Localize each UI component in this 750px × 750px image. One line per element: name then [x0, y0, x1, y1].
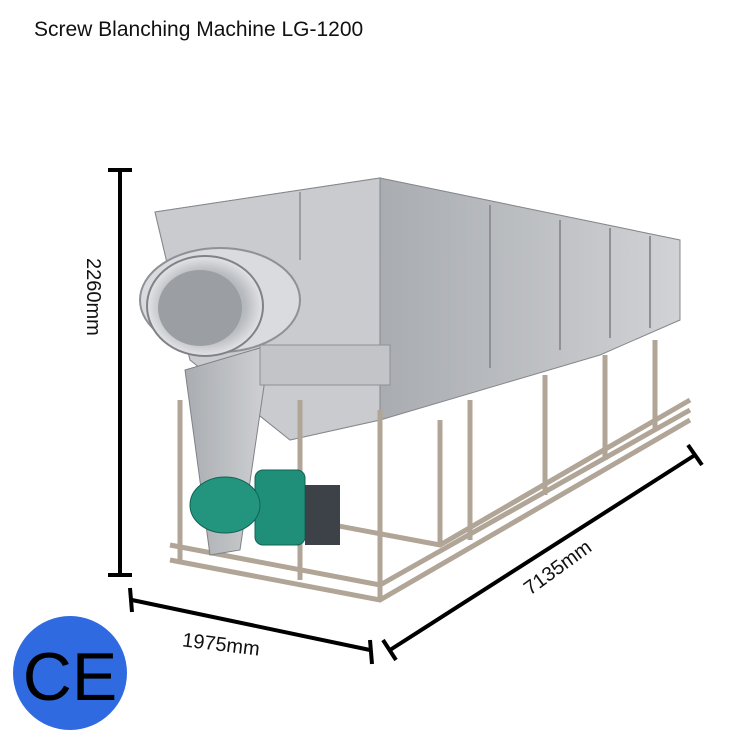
page-title: Screw Blanching Machine LG-1200: [34, 18, 364, 41]
drum-inlet: [139, 247, 301, 357]
length-dimension-line: [388, 453, 697, 652]
motor: [189, 469, 340, 546]
ce-mark: CE: [23, 639, 117, 715]
width-dimension-line: [131, 598, 371, 652]
